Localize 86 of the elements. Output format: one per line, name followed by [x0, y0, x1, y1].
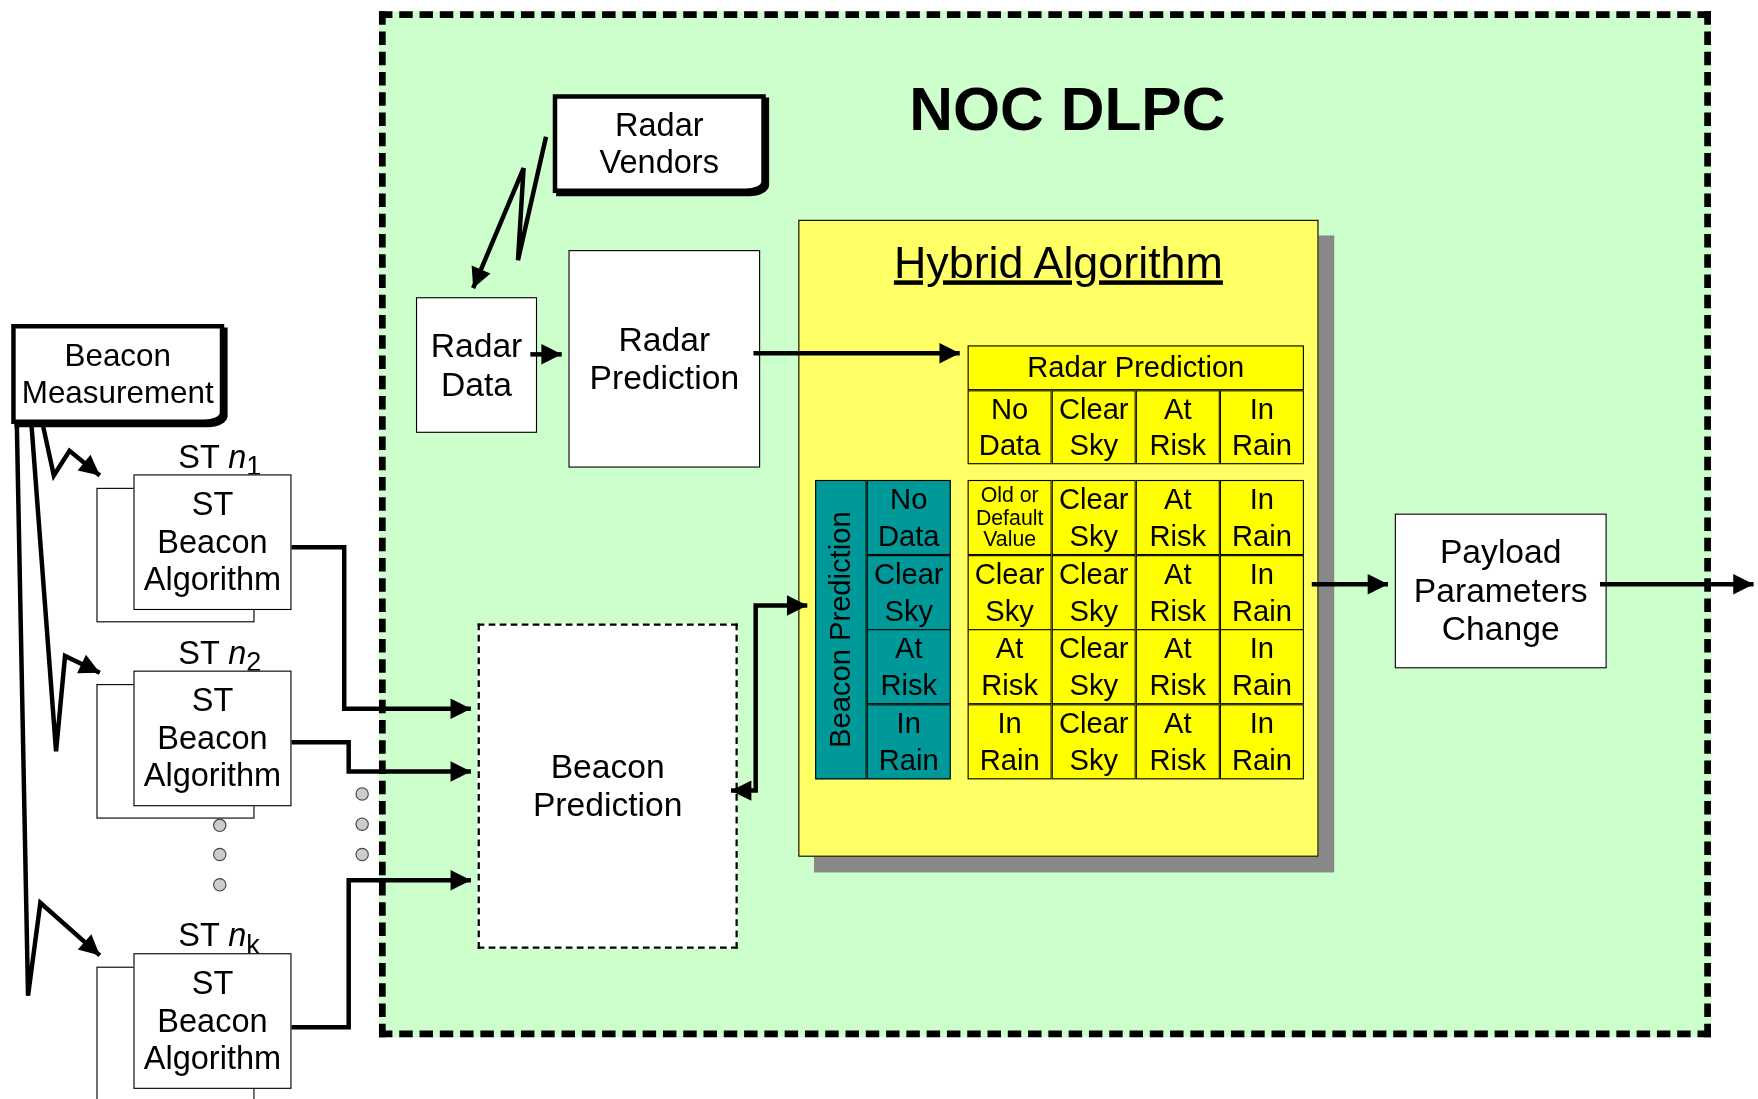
document-box [11, 324, 225, 424]
table-cell [967, 629, 1052, 705]
box-label: Clear Sky [973, 556, 1046, 630]
table-cell [1135, 390, 1220, 465]
box-label: Old or Default Value [974, 484, 1045, 552]
box-label: In Rain [1230, 630, 1293, 704]
table-cell [1051, 479, 1136, 556]
arrow [1599, 574, 1754, 595]
arrow [291, 740, 471, 782]
arrow [530, 344, 562, 365]
box-label: In Rain [1230, 705, 1293, 779]
process-box [96, 670, 292, 819]
table-cell [967, 704, 1052, 780]
box-label: At Risk [879, 630, 939, 704]
table-header-cell [815, 479, 867, 780]
box-label: ST Beacon Algorithm [142, 964, 283, 1078]
box-label: At Risk [1148, 390, 1208, 464]
box-label: In Rain [877, 705, 940, 779]
arrow [730, 595, 808, 801]
box-label: Radar Prediction [1027, 351, 1245, 385]
arrow [471, 136, 549, 290]
table-cell [866, 704, 951, 780]
arrow [1311, 574, 1389, 595]
arrow [753, 343, 960, 364]
table-cell [1051, 704, 1136, 780]
arrow [291, 545, 471, 719]
process-box [96, 953, 292, 1099]
table-cell [1219, 629, 1304, 705]
box-label: Clear Sky [1057, 556, 1130, 630]
table-header-cell [967, 345, 1304, 391]
process-box [477, 623, 738, 949]
table-cell [1051, 555, 1136, 631]
box-label: In Rain [1230, 481, 1293, 554]
box-label: At Risk [1148, 481, 1208, 554]
document-box [552, 94, 766, 193]
box-label: At Risk [980, 630, 1039, 704]
process-box [1394, 513, 1607, 669]
table-cell [1219, 479, 1304, 556]
table-cell [1135, 479, 1220, 556]
box-label: ST Beacon Algorithm [142, 682, 283, 795]
process-box [568, 250, 761, 468]
box-label: In Rain [978, 705, 1041, 779]
table-cell [967, 390, 1052, 465]
box-label: Beacon Prediction [824, 511, 858, 748]
table-cell [1219, 704, 1304, 780]
box-label: No Data [876, 481, 941, 554]
box-label: At Risk [1148, 630, 1208, 704]
box-label: Radar Prediction [588, 320, 741, 398]
box-label: Clear Sky [1057, 705, 1130, 779]
box-label: Clear Sky [1057, 630, 1130, 704]
table-cell [1219, 390, 1304, 465]
node-caption: ST n$_{k}$ [178, 919, 260, 959]
title: NOC DLPC [909, 74, 1226, 144]
process-box [415, 297, 538, 433]
box-label: No Data [977, 390, 1042, 464]
box-label: In Rain [1230, 556, 1293, 630]
table-cell [967, 555, 1052, 631]
process-box [96, 474, 292, 623]
title: Hybrid Algorithm [893, 236, 1223, 289]
box-label: Clear Sky [1057, 481, 1130, 554]
box-label: Payload Parameters Change [1412, 532, 1589, 649]
box-label: Beacon Measurement [20, 337, 215, 411]
box-label: Clear Sky [872, 556, 945, 630]
table-cell [967, 479, 1052, 556]
box-label: At Risk [1148, 705, 1208, 779]
table-cell [1135, 704, 1220, 780]
table-cell [866, 479, 951, 556]
table-cell [866, 555, 951, 631]
box-label: In Rain [1230, 390, 1293, 464]
table-cell [1051, 390, 1136, 465]
box-label: Radar Vendors [598, 106, 720, 181]
table-cell [1051, 629, 1136, 705]
table-cell [1135, 555, 1220, 631]
table-cell [1135, 629, 1220, 705]
box-label: Clear Sky [1057, 390, 1130, 464]
box-label: Beacon Prediction [531, 747, 684, 825]
table-cell [866, 629, 951, 705]
box-label: Radar Data [429, 326, 524, 404]
box-label: ST Beacon Algorithm [142, 486, 283, 599]
node-caption: ST n$_{2}$ [178, 636, 262, 677]
system-region [378, 11, 1711, 1038]
arrow [14, 423, 102, 999]
table-cell [1219, 555, 1304, 631]
node-caption: ST n$_{1}$ [178, 440, 262, 480]
box-label: At Risk [1148, 556, 1208, 630]
arrow [291, 870, 471, 1030]
